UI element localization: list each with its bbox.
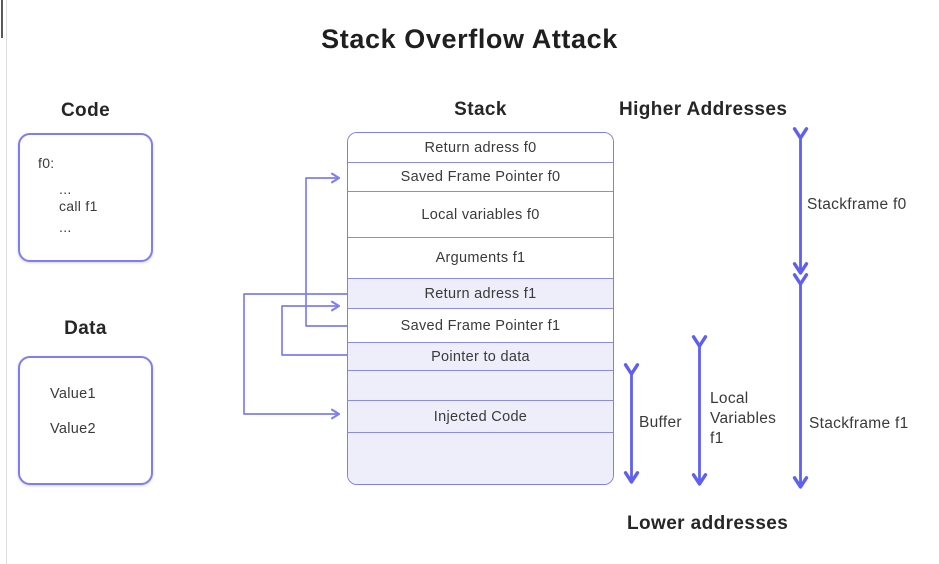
stack-row-saved-frame-pointer-f0: Saved Frame Pointer f0 (348, 163, 613, 192)
code-section-heading: Code (60, 100, 111, 121)
lower-addresses-label: Lower addresses (627, 513, 789, 534)
stack-row-return-adress-f0: Return adress f0 (348, 133, 613, 163)
stack-row-empty-bottom (348, 433, 613, 484)
stack-row-local-variables-f0: Local variables f0 (348, 192, 613, 238)
code-line: ... (59, 181, 72, 197)
code-line: f0: (38, 155, 55, 171)
stack-section-heading: Stack (454, 99, 507, 120)
stack-row-arguments-f1: Arguments f1 (348, 238, 613, 279)
buffer-label: Buffer (639, 414, 682, 431)
stack-row-return-adress-f1: Return adress f1 (348, 279, 613, 309)
stackframe-f0-label: Stackframe f0 (807, 196, 907, 213)
stack-row-saved-frame-pointer-f1: Saved Frame Pointer f1 (348, 309, 613, 343)
data-value: Value2 (50, 421, 96, 437)
connector-saved-frame-pointer-f1-to-f0 (305, 172, 348, 327)
stackframe-f1-label: Stackframe f1 (809, 415, 909, 432)
data-section-heading: Data (64, 318, 107, 339)
code-line: ... (59, 219, 72, 235)
code-box: f0: ... call f1 ... (18, 133, 153, 262)
higher-addresses-label: Higher Addresses (619, 99, 788, 120)
data-box: Value1 Value2 (18, 356, 153, 485)
screenshot-edge-artifact-light (6, 0, 7, 564)
screenshot-edge-artifact-dark (1, 0, 3, 38)
connector-pointer-to-data-to-return-adress-f1 (281, 300, 348, 356)
connector-return-adress-f1-to-injected-code (243, 293, 348, 420)
stack-row-pointer-to-data: Pointer to data (348, 343, 613, 371)
stack-row-injected-code: Injected Code (348, 401, 613, 433)
stack-row-empty-buffer (348, 371, 613, 401)
page-title: Stack Overflow Attack (321, 24, 618, 54)
local-variables-f1-line: Local (710, 390, 749, 407)
local-variables-f1-label: Local Variables f1 (710, 389, 776, 449)
stack-box: Return adress f0 Saved Frame Pointer f0 … (347, 132, 614, 485)
data-value: Value1 (50, 386, 96, 402)
local-variables-f1-line: f1 (710, 430, 724, 447)
local-variables-f1-line: Variables (710, 410, 777, 427)
code-line: call f1 (59, 198, 98, 214)
